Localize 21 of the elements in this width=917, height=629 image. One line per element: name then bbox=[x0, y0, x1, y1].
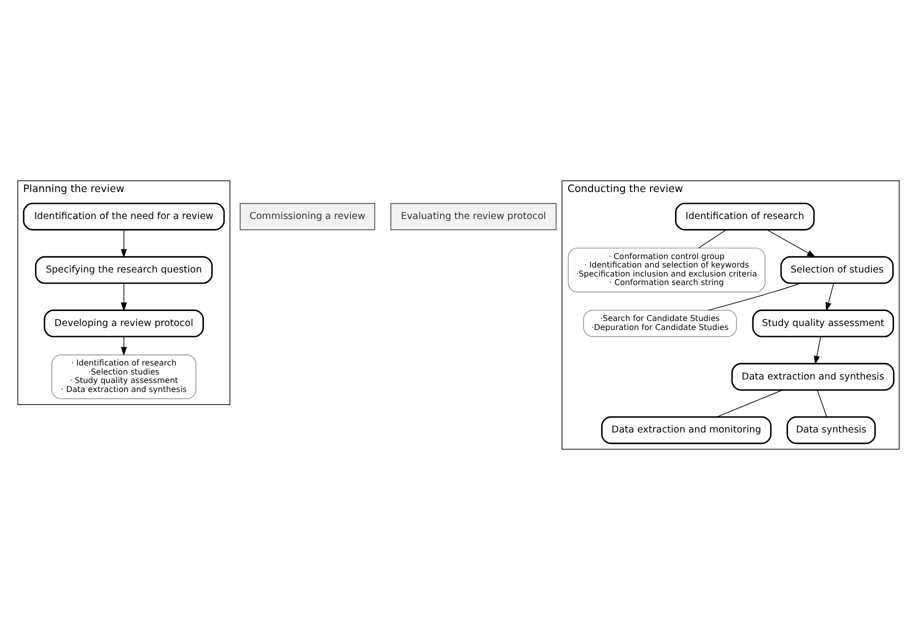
node-box: Data extraction and synthesis bbox=[731, 362, 894, 390]
node-box: Specifying the research question bbox=[34, 256, 213, 284]
node-box: Identification of research bbox=[675, 202, 815, 230]
connector bbox=[716, 389, 783, 417]
arrow bbox=[814, 336, 822, 364]
arrow bbox=[766, 228, 816, 257]
node-box: Study quality assessment bbox=[752, 309, 894, 337]
node-box: Developing a review protocol bbox=[44, 309, 204, 337]
arrow bbox=[120, 229, 127, 258]
connector bbox=[708, 282, 802, 310]
arrow bbox=[825, 282, 834, 311]
arrow bbox=[120, 336, 127, 356]
node-box: Data extraction and monitoring bbox=[601, 416, 772, 444]
node-box: Commissioning a review bbox=[240, 202, 376, 230]
connector bbox=[816, 389, 828, 417]
arrow bbox=[120, 282, 127, 311]
node-box: Identification of the need for a review bbox=[22, 202, 225, 230]
node-box: Data synthesis bbox=[786, 416, 876, 444]
node-box: Evaluating the review protocol bbox=[390, 202, 557, 230]
connector bbox=[698, 228, 726, 248]
node-box: Selection of studies bbox=[780, 256, 894, 284]
